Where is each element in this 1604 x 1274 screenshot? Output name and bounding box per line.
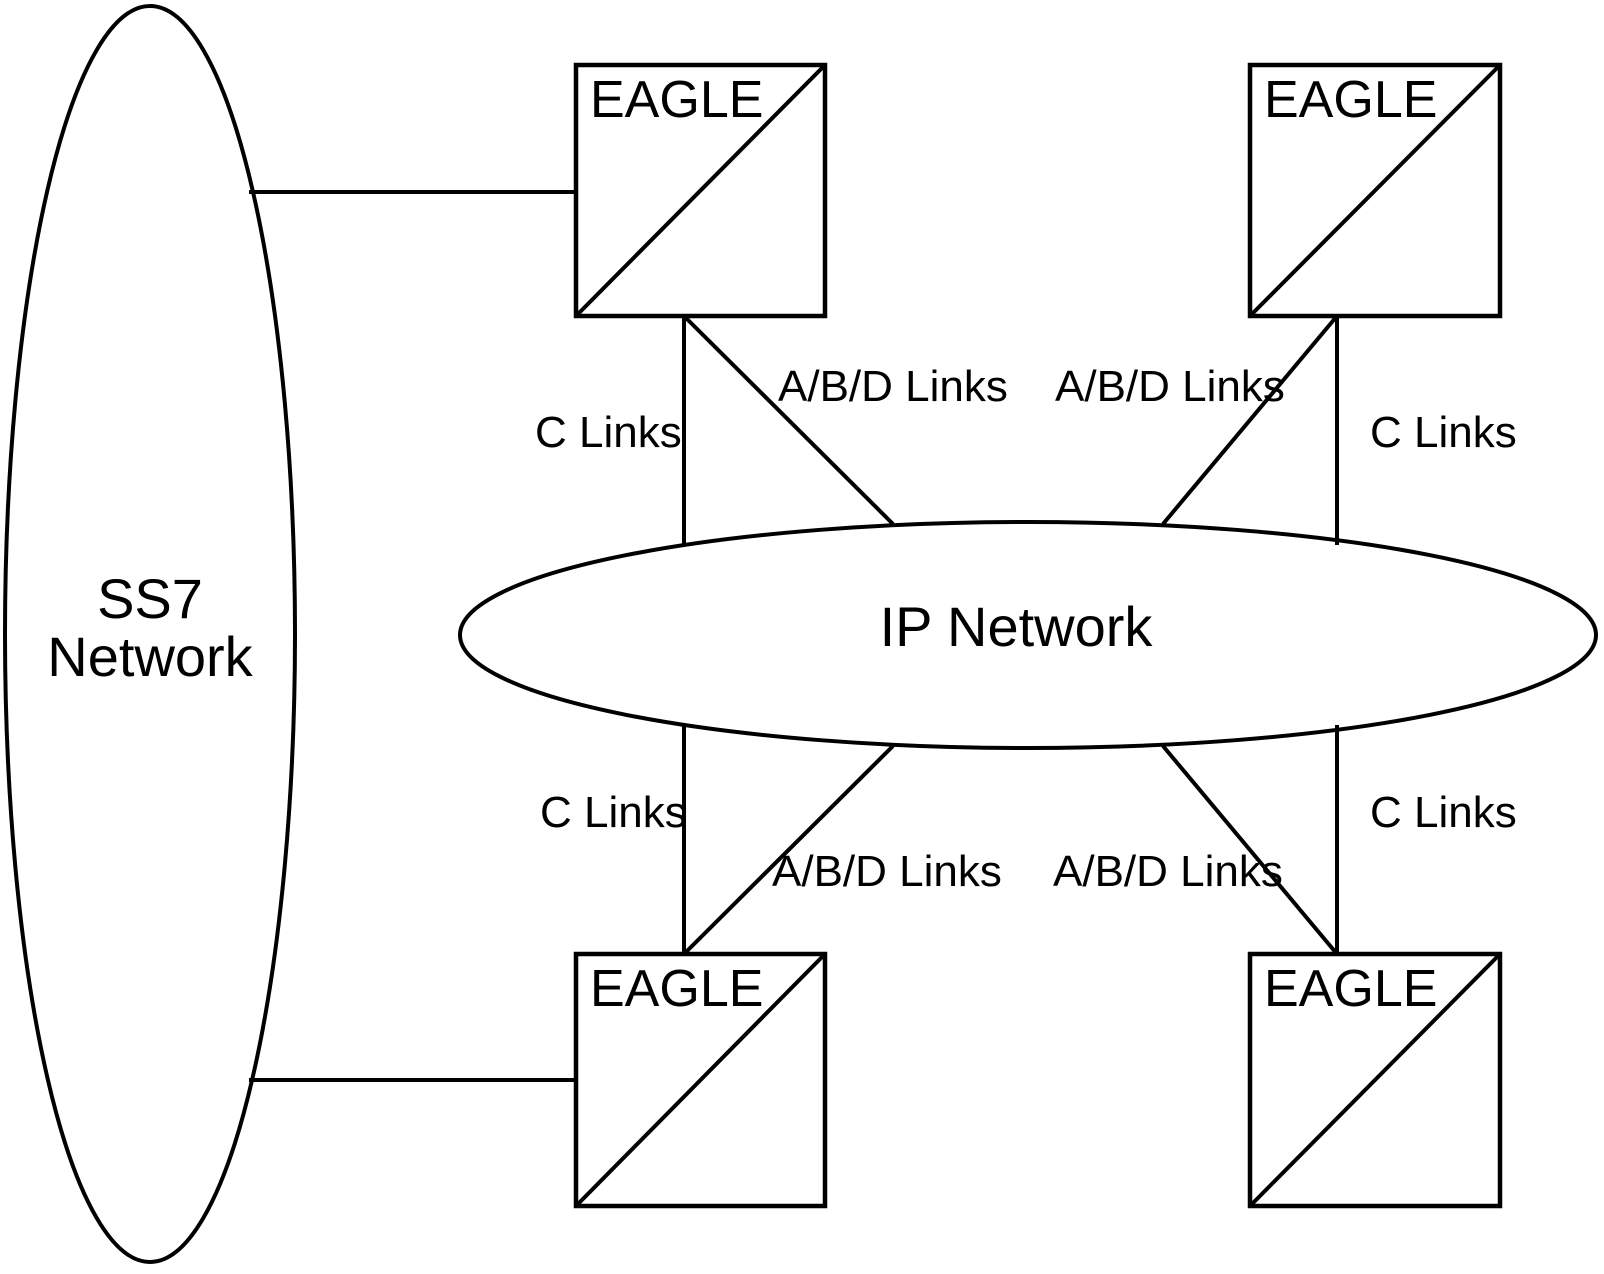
eagle-top-left-diagonal — [574, 63, 827, 318]
label-c-links-top-left: C Links — [535, 408, 682, 457]
ss7-network-label-line2: Network — [47, 625, 253, 688]
ip-network-label: IP Network — [880, 595, 1154, 658]
label-c-links-bottom-right: C Links — [1370, 788, 1517, 837]
eagle-bottom-left-diagonal — [574, 952, 827, 1208]
eagle-top-left-label: EAGLE — [590, 71, 763, 129]
eagle-top-right-diagonal — [1248, 63, 1502, 318]
label-abd-links-bottom-right: A/B/D Links — [1053, 847, 1283, 896]
eagle-bottom-left-label: EAGLE — [590, 960, 763, 1018]
label-abd-links-top-right: A/B/D Links — [1055, 362, 1285, 411]
link-abd-bottom-right — [1161, 744, 1339, 956]
eagle-node-top-left[interactable]: EAGLE — [573, 62, 828, 319]
link-abd-bottom-left — [682, 744, 895, 956]
eagle-top-right-label: EAGLE — [1264, 71, 1437, 129]
link-abd-top-right — [1161, 314, 1339, 526]
ip-network-cloud — [458, 520, 1598, 750]
eagle-node-bottom-left[interactable]: EAGLE — [573, 951, 828, 1209]
eagle-node-top-right[interactable]: EAGLE — [1247, 62, 1503, 319]
label-c-links-bottom-left: C Links — [540, 788, 687, 837]
label-c-links-top-right: C Links — [1370, 408, 1517, 457]
label-abd-links-top-left: A/B/D Links — [778, 362, 1008, 411]
eagle-node-bottom-right[interactable]: EAGLE — [1247, 951, 1503, 1209]
eagle-bottom-right-label: EAGLE — [1264, 960, 1437, 1018]
ss7-network-label-line1: SS7 — [97, 567, 203, 630]
eagle-bottom-right-diagonal — [1248, 952, 1502, 1208]
ss7-network-cloud — [3, 4, 297, 1264]
link-abd-top-left — [682, 314, 895, 526]
label-abd-links-bottom-left: A/B/D Links — [772, 847, 1002, 896]
